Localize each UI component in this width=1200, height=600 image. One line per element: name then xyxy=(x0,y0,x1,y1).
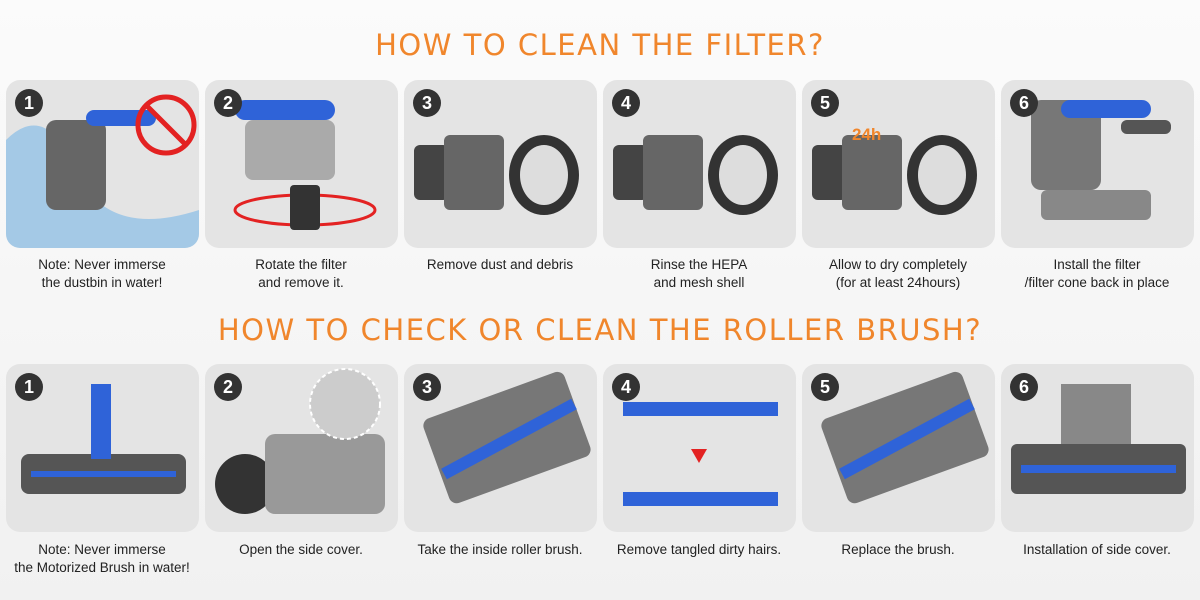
brush-step-2-image: 2 xyxy=(205,364,398,532)
brush-step-2-caption: Open the side cover. xyxy=(201,541,401,559)
step-illustration xyxy=(6,94,199,248)
step-illustration xyxy=(812,135,977,215)
step-number-badge: 5 xyxy=(811,373,839,401)
caption-line: Rinse the HEPA xyxy=(650,257,748,272)
step-illustration xyxy=(623,402,778,506)
caption-line: Open the side cover. xyxy=(239,542,363,557)
step-illustration xyxy=(821,371,989,504)
filter-step-1-caption: Note: Never immerse the dustbin in water! xyxy=(2,256,202,292)
step-number-badge: 4 xyxy=(612,89,640,117)
brush-step-5-caption: Replace the brush. xyxy=(798,541,998,559)
brush-step-4-caption: Remove tangled dirty hairs. xyxy=(599,541,799,559)
caption-line: Installation of side cover. xyxy=(1023,542,1171,557)
caption-line: the dustbin in water! xyxy=(41,275,163,290)
brush-step-3-image: 3 xyxy=(404,364,597,532)
step-number-badge: 4 xyxy=(612,373,640,401)
caption-line: Note: Never immerse xyxy=(38,542,166,557)
24h-badge: 24h xyxy=(852,125,882,144)
caption-line: the Motorized Brush in water! xyxy=(14,560,190,575)
step-illustration xyxy=(1011,384,1186,494)
brush-step-4-image: 4 xyxy=(603,364,796,532)
caption-line: and remove it. xyxy=(258,275,344,290)
caption-line: Remove dust and debris xyxy=(426,257,574,272)
step-number-badge: 6 xyxy=(1010,373,1038,401)
step-number-badge: 3 xyxy=(413,373,441,401)
caption-line: Allow to dry completely xyxy=(828,257,968,272)
step-illustration xyxy=(215,368,385,514)
caption-line: /filter cone back in place xyxy=(1024,275,1170,290)
filter-section-title: HOW TO CLEAN THE FILTER? xyxy=(375,28,825,62)
step-illustration xyxy=(233,100,377,230)
step-number-badge: 3 xyxy=(413,89,441,117)
brush-step-6-image: 6 xyxy=(1001,364,1194,532)
caption-line: Remove tangled dirty hairs. xyxy=(616,542,782,557)
filter-step-4-caption: Rinse the HEPA and mesh shell xyxy=(599,256,799,292)
brush-step-6-caption: Installation of side cover. xyxy=(997,541,1197,559)
filter-step-2-caption: Rotate the filter and remove it. xyxy=(201,256,401,292)
caption-line: and mesh shell xyxy=(653,275,745,290)
filter-step-2-image: 2 xyxy=(205,80,398,248)
filter-step-3-caption: Remove dust and debris xyxy=(400,256,600,274)
filter-step-5-caption: Allow to dry completely (for at least 24h… xyxy=(798,256,998,292)
step-illustration xyxy=(1031,100,1171,220)
brush-section-title: HOW TO CHECK OR CLEAN THE ROLLER BRUSH? xyxy=(217,313,983,347)
step-illustration xyxy=(414,135,579,215)
brush-step-5-image: 5 xyxy=(802,364,995,532)
filter-step-6-image: 6 xyxy=(1001,80,1194,248)
caption-line: Install the filter xyxy=(1053,257,1141,272)
caption-line: Note: Never immerse xyxy=(38,257,166,272)
caption-line: Take the inside roller brush. xyxy=(417,542,583,557)
caption-line: Replace the brush. xyxy=(841,542,955,557)
brush-step-1-image: 1 xyxy=(6,364,199,532)
step-number-badge: 6 xyxy=(1010,89,1038,117)
brush-step-3-caption: Take the inside roller brush. xyxy=(400,541,600,559)
filter-step-6-caption: Install the filter/filter cone back in p… xyxy=(997,256,1197,292)
filter-step-5-image: 5 24h xyxy=(802,80,995,248)
step-number-badge: 1 xyxy=(15,89,43,117)
step-illustration xyxy=(423,371,591,504)
brush-step-1-caption: Note: Never immerse the Motorized Brush i… xyxy=(2,541,202,577)
caption-line: (for at least 24hours) xyxy=(835,275,961,290)
step-number-badge: 2 xyxy=(214,89,242,117)
step-number-badge: 5 xyxy=(811,89,839,117)
step-illustration xyxy=(613,135,778,215)
step-number-badge: 2 xyxy=(214,373,242,401)
caption-line: Rotate the filter xyxy=(255,257,347,272)
filter-step-1-image: 1 xyxy=(6,80,199,248)
filter-step-3-image: 3 xyxy=(404,80,597,248)
step-illustration xyxy=(21,384,186,494)
step-number-badge: 1 xyxy=(15,373,43,401)
filter-step-4-image: 4 xyxy=(603,80,796,248)
